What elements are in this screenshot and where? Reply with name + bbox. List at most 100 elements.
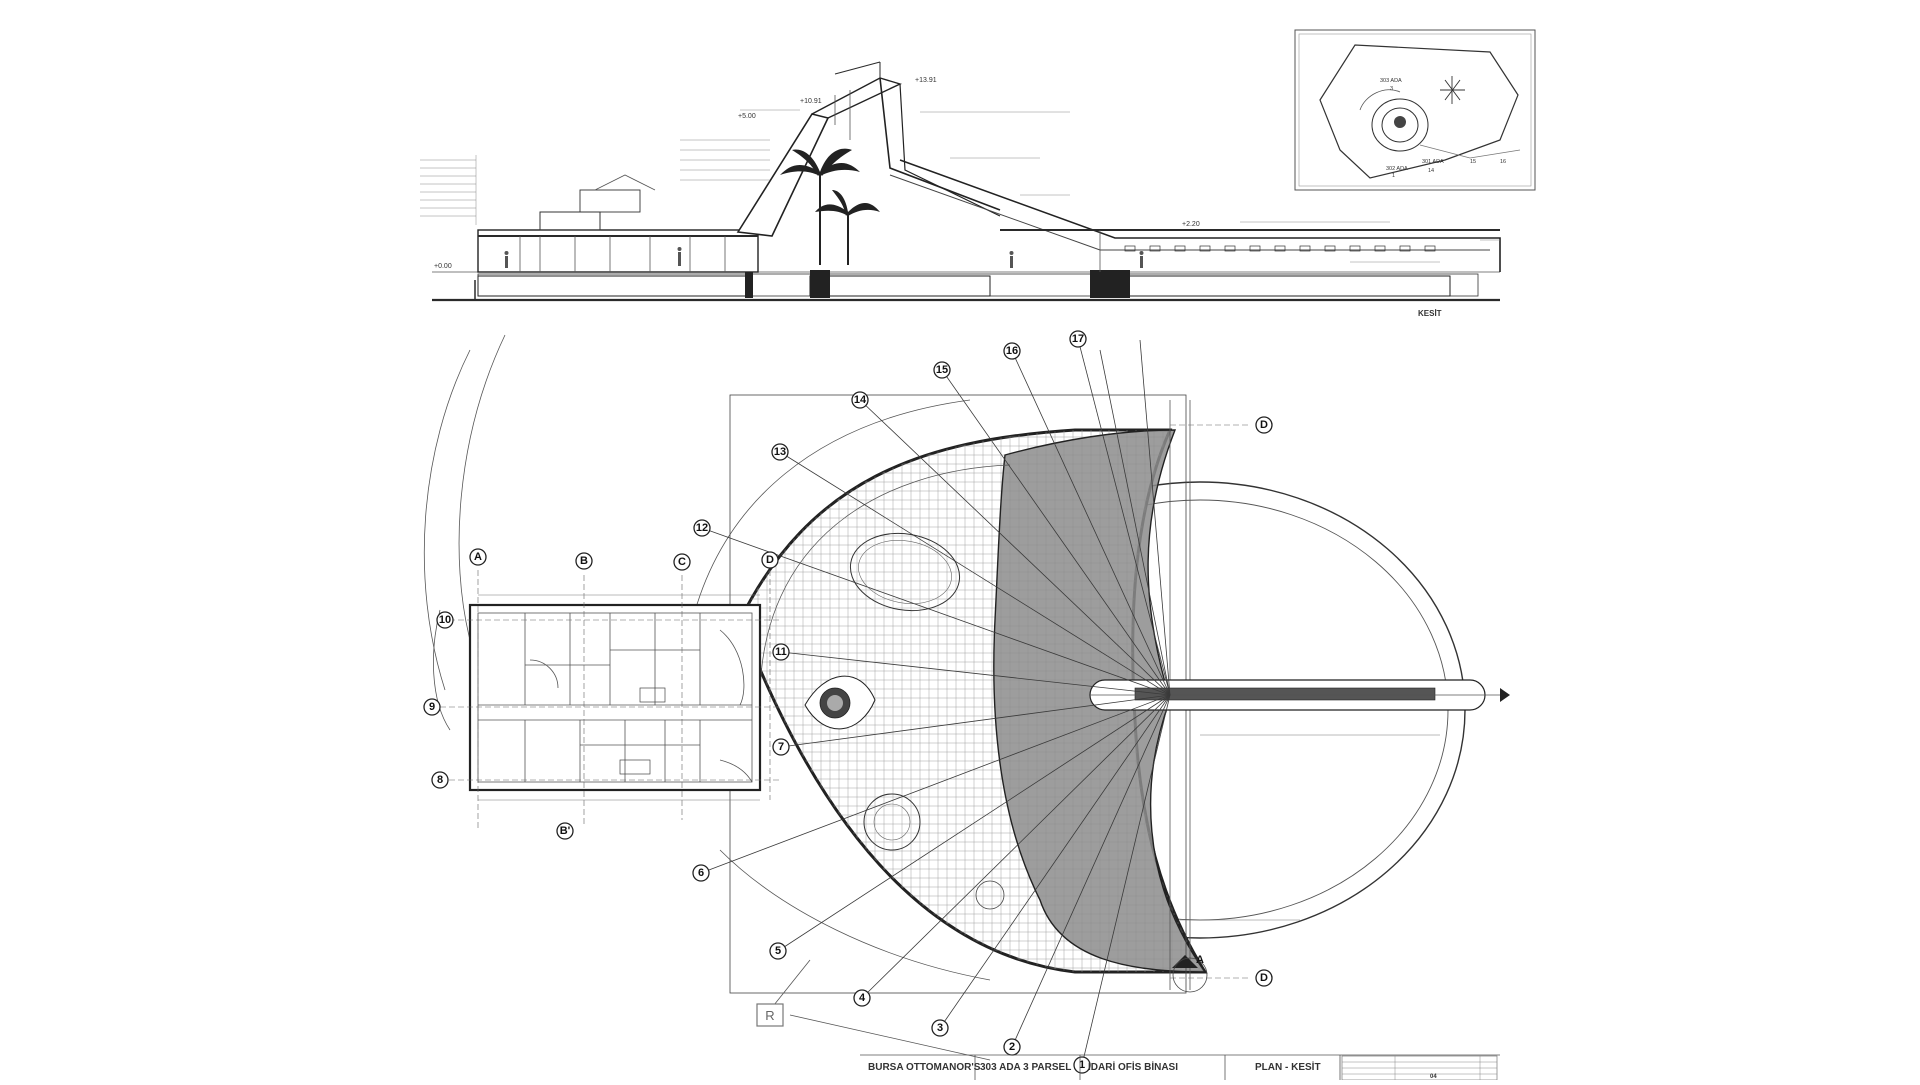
radial-line <box>701 527 1171 696</box>
radial-bubble: 2 <box>1003 1038 1021 1056</box>
grid-bubbles: A B C D B' D D A <box>469 416 1273 987</box>
radial-bubble: 17 <box>1069 330 1087 348</box>
radial-line <box>700 694 1171 874</box>
radial-bubble: 4 <box>853 989 871 1007</box>
radial-bubble: 16 <box>1003 342 1021 360</box>
svg-text:13: 13 <box>774 446 786 458</box>
radial-bubble: 6 <box>692 864 710 882</box>
svg-text:10: 10 <box>439 614 451 626</box>
svg-text:2: 2 <box>1009 1041 1015 1053</box>
radial-bubble: 14 <box>851 391 869 409</box>
svg-text:4: 4 <box>859 992 866 1004</box>
svg-text:11: 11 <box>775 646 787 658</box>
svg-text:D: D <box>766 554 774 566</box>
radial-line <box>780 651 1171 696</box>
r-marker: R <box>756 959 991 1061</box>
radial-line <box>780 694 1171 748</box>
level-label: +0.00 <box>434 263 452 270</box>
grid-bubble: A <box>469 548 487 566</box>
radial-line <box>941 369 1171 696</box>
svg-text:B': B' <box>560 825 571 837</box>
radial-line <box>1011 694 1171 1048</box>
svg-text:6: 6 <box>698 867 704 879</box>
sheet-title: PLAN - KESİT <box>1255 1060 1321 1073</box>
svg-text:5: 5 <box>775 945 781 957</box>
svg-text:302 ADA: 302 ADA <box>1386 166 1408 172</box>
svg-text:303 ADA: 303 ADA <box>1380 78 1402 84</box>
north-arrow-icon <box>1440 76 1465 104</box>
svg-text:8: 8 <box>437 774 443 786</box>
grid-bubble: D <box>1255 969 1273 987</box>
key-plan: 303 ADA 3 302 ADA 1 301 ADA 14 15 16 <box>1294 29 1536 191</box>
radial-line <box>1139 339 1171 696</box>
section-annotations <box>420 109 1500 263</box>
radial-bubbles: 1 2 3 4 5 6 7 8 9 10 11 12 13 14 15 16 1… <box>423 330 1091 1074</box>
svg-text:7: 7 <box>778 741 784 753</box>
level-label: +5.00 <box>738 113 756 120</box>
project-name: BURSA OTTOMANOR'S <box>868 1062 981 1073</box>
svg-text:D: D <box>1260 419 1268 431</box>
svg-text:3: 3 <box>937 1022 943 1034</box>
radial-line <box>939 694 1171 1029</box>
svg-text:15: 15 <box>1470 159 1476 165</box>
key-plan-labels: 303 ADA 3 302 ADA 1 301 ADA 14 15 16 <box>1380 78 1506 179</box>
radial-bubble: 13 <box>771 443 789 461</box>
section-drawing: +10.91 +13.91 +5.00 +2.20 +0.00 KESİT <box>420 61 1501 318</box>
title-block: BURSA OTTOMANOR'S 303 ADA 3 PARSEL İDARİ… <box>860 1054 1500 1081</box>
radial-lines <box>700 338 1171 1066</box>
section-title: KESİT <box>1418 309 1442 318</box>
radial-bubble: 11 <box>772 643 790 661</box>
radial-line <box>1077 338 1171 696</box>
level-label: +10.91 <box>800 98 822 105</box>
palm-tree-icon <box>780 148 880 265</box>
svg-text:1: 1 <box>1079 1059 1085 1071</box>
svg-text:3: 3 <box>1390 86 1393 92</box>
level-markers: +10.91 +13.91 +5.00 +2.20 +0.00 <box>434 77 1200 270</box>
svg-text:A: A <box>474 551 482 563</box>
svg-text:15: 15 <box>936 364 948 376</box>
svg-text:R: R <box>765 1008 774 1023</box>
radial-line <box>861 694 1171 999</box>
grid-letter: A <box>1196 954 1204 966</box>
level-label: +2.20 <box>1182 221 1200 228</box>
radial-bubble: 15 <box>933 361 951 379</box>
radial-line <box>1081 694 1171 1066</box>
radial-line <box>779 451 1171 696</box>
radial-line <box>1011 350 1171 696</box>
dimension-lines <box>478 594 1440 921</box>
grid-bubble: B' <box>556 822 574 840</box>
building-label: İDARİ OFİS BİNASI <box>1088 1060 1178 1073</box>
radial-bubble: 10 <box>436 611 454 629</box>
svg-text:14: 14 <box>1428 168 1434 174</box>
section-columns <box>519 236 726 272</box>
sheet-number: 04 <box>1430 1074 1437 1080</box>
svg-text:B: B <box>580 555 588 567</box>
section-arrow-icon <box>1172 688 1510 968</box>
section-windows <box>1124 245 1436 252</box>
svg-text:C: C <box>678 556 686 568</box>
radial-bubble: 7 <box>772 738 790 756</box>
svg-text:9: 9 <box>429 701 435 713</box>
svg-text:D: D <box>1260 972 1268 984</box>
grid-bubble: B <box>575 552 593 570</box>
svg-text:1: 1 <box>1392 173 1395 179</box>
svg-text:17: 17 <box>1072 333 1084 345</box>
radial-bubble: 5 <box>769 942 787 960</box>
grid-bubble: D <box>761 551 779 569</box>
svg-text:14: 14 <box>854 394 867 406</box>
radial-line <box>1099 349 1171 696</box>
radial-line <box>777 694 1171 952</box>
grid-axes <box>440 424 1250 979</box>
floor-plan <box>423 334 1510 1066</box>
level-label: +13.91 <box>915 77 937 84</box>
radial-bubble: 9 <box>423 698 441 716</box>
office-block <box>468 603 762 792</box>
radial-bubble: 3 <box>931 1019 949 1037</box>
human-figure-icon <box>504 247 1144 268</box>
svg-text:16: 16 <box>1006 345 1018 357</box>
radial-line <box>859 399 1171 696</box>
grid-bubble: D <box>1255 416 1273 434</box>
radial-bubble: 1 <box>1073 1056 1091 1074</box>
parcel-label: 303 ADA 3 PARSEL <box>980 1062 1071 1073</box>
